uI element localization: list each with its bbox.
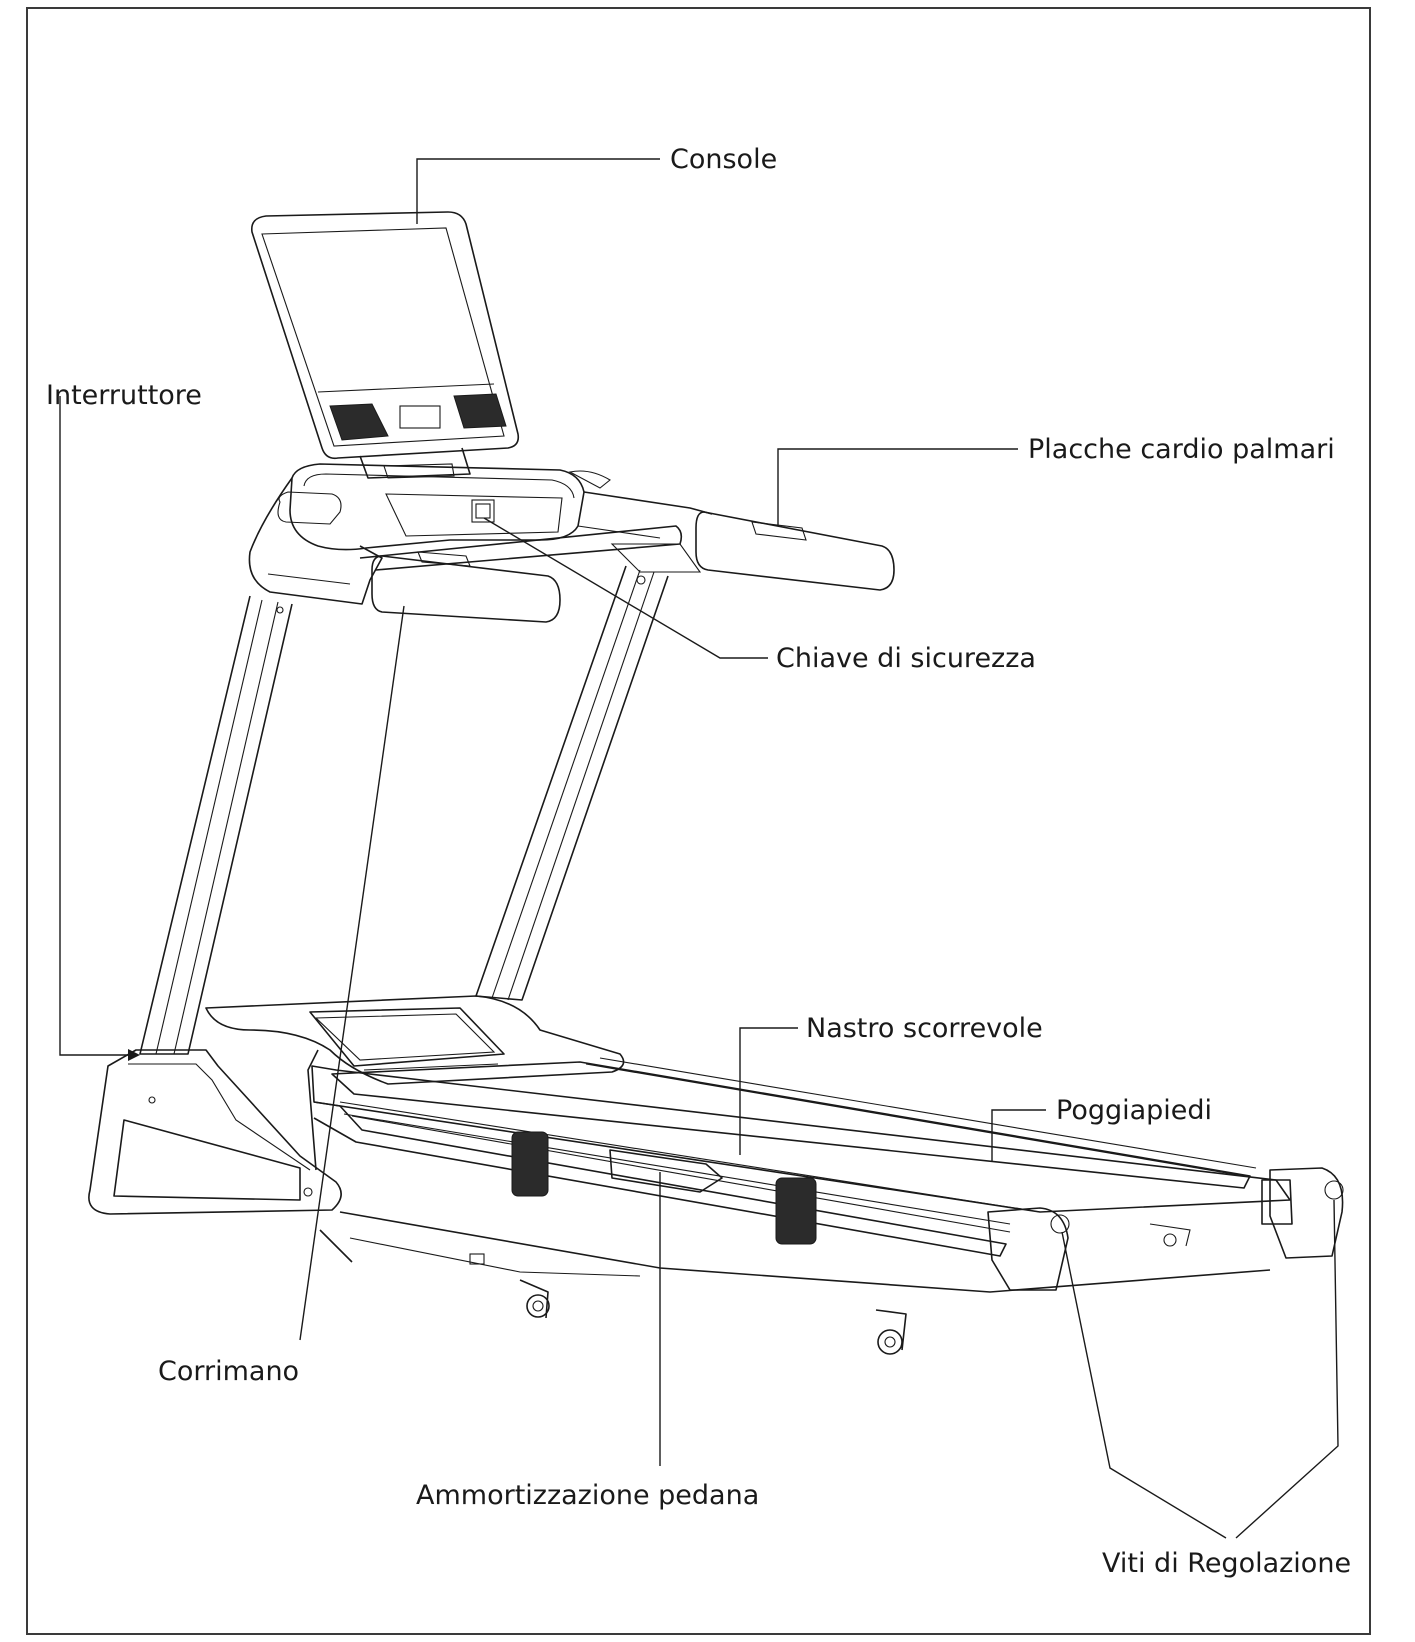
label-viti-di-regolazione: Viti di Regolazione — [1102, 1548, 1352, 1579]
console-screen — [250, 211, 520, 479]
leader-poggiapiedi — [991, 1109, 1046, 1162]
label-interruttore: Interruttore — [46, 380, 202, 411]
base-frame — [88, 1049, 342, 1215]
leader-corrimano — [299, 605, 405, 1341]
shock-absorbers — [511, 1131, 817, 1245]
leader-console — [416, 158, 660, 224]
leader-chiave — [483, 517, 768, 659]
label-ammortizzazione-pedana: Ammortizzazione pedana — [416, 1480, 760, 1511]
arrowhead-interruttore — [128, 1049, 140, 1061]
motor-hood — [205, 995, 625, 1085]
label-corrimano: Corrimano — [158, 1356, 300, 1387]
lower-frame — [303, 1187, 1271, 1355]
leader-interruttore — [59, 396, 128, 1056]
label-chiave-di-sicurezza: Chiave di sicurezza — [776, 643, 1036, 674]
label-console: Console — [670, 144, 778, 175]
label-nastro-scorrevole: Nastro scorrevole — [806, 1013, 1043, 1044]
leader-viti-right — [1235, 1199, 1339, 1539]
running-deck — [311, 1057, 1291, 1257]
leader-placche — [777, 448, 1018, 526]
handles — [371, 511, 895, 623]
leader-viti-left — [1061, 1231, 1227, 1539]
leader-nastro — [739, 1027, 798, 1155]
diagram-frame — [26, 7, 1371, 1635]
label-placche-cardio-palmari: Placche cardio palmari — [1028, 434, 1335, 465]
leader-lines — [59, 158, 1339, 1539]
treadmill-illustration — [88, 211, 1344, 1355]
console-base — [248, 463, 713, 605]
uprights — [139, 565, 669, 1055]
rear-end-caps — [987, 1167, 1344, 1291]
label-poggiapiedi: Poggiapiedi — [1056, 1095, 1213, 1126]
